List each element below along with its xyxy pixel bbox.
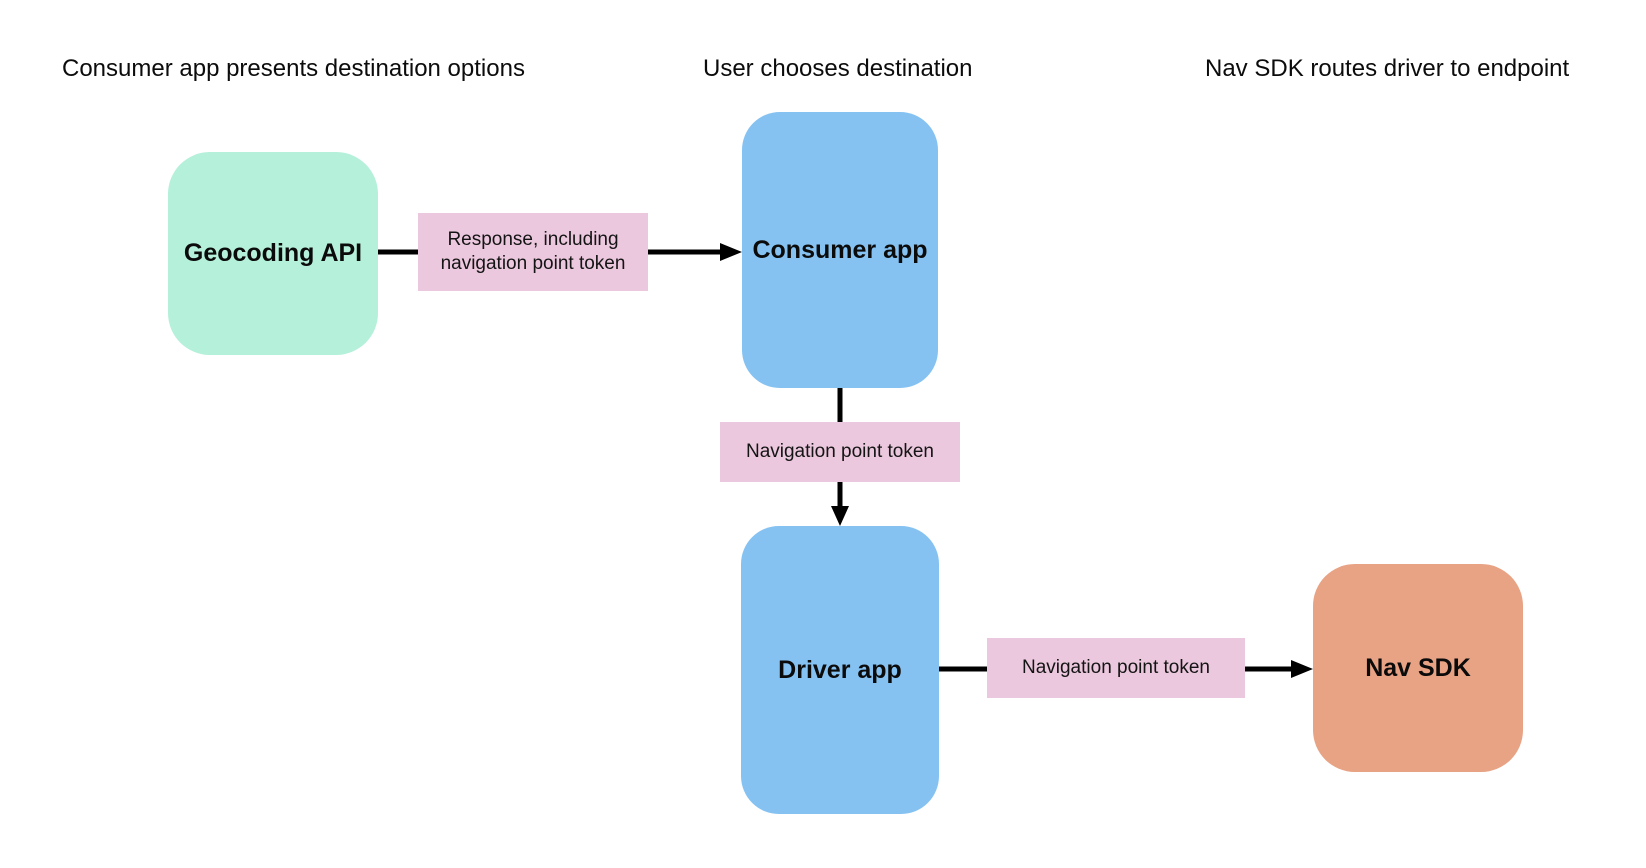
caption-step-2: User chooses destination [703,55,973,82]
edge-label-navigation-point-token-2: Navigation point token [987,638,1245,698]
node-consumer-app: Consumer app [742,112,938,388]
node-geocoding-api: Geocoding API [168,152,378,355]
node-driver-app: Driver app [741,526,939,814]
edge-label-response-including-token: Response, including navigation point tok… [418,213,648,291]
node-driver-app-label: Driver app [778,655,902,684]
edge-label-navigation-point-token-1-text: Navigation point token [745,441,934,462]
edge-label-navigation-point-token-1: Navigation point token [720,422,960,482]
node-geocoding-api-label: Geocoding API [183,239,363,267]
node-nav-sdk: Nav SDK [1313,564,1523,772]
node-nav-sdk-label: Nav SDK [1365,653,1471,682]
caption-step-1: Consumer app presents destination option… [62,55,525,82]
node-consumer-app-label: Consumer app [752,235,928,264]
caption-step-3: Nav SDK routes driver to endpoint [1205,55,1570,82]
edge-label-navigation-point-token-2-text: Navigation point token [1021,657,1210,678]
edge-label-response-including-token-text: Response, including navigation point tok… [440,229,626,274]
